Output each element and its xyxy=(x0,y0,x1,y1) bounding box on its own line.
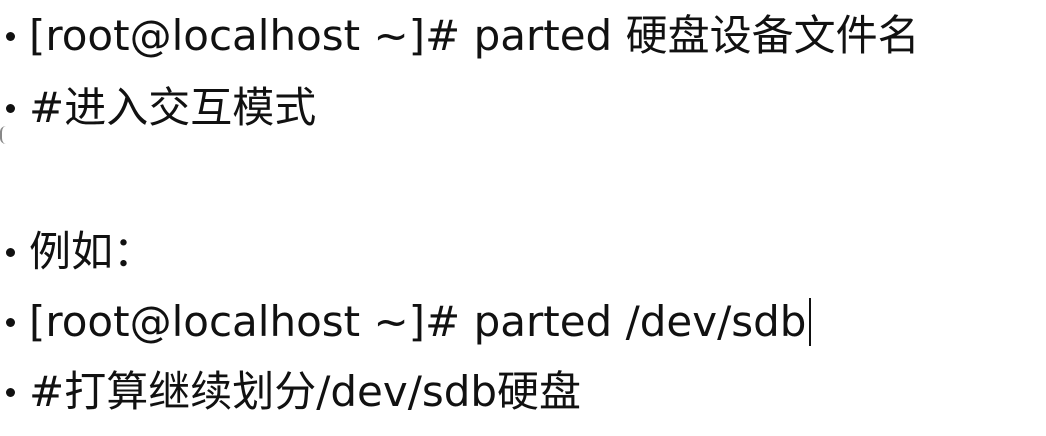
bullet-text: #进入交互模式 xyxy=(29,83,317,132)
bullet-line-example-command[interactable]: [root@localhost ~]# parted /dev/sdb xyxy=(6,292,812,352)
text-cursor xyxy=(809,298,812,346)
bullet-icon xyxy=(6,247,15,257)
bullet-text: [root@localhost ~]# parted 硬盘设备文件名 xyxy=(29,11,920,60)
bullet-text: 例如： xyxy=(29,227,156,276)
bullet-line-comment: #进入交互模式 xyxy=(6,78,316,138)
bullet-text[interactable]: [root@localhost ~]# parted /dev/sdb xyxy=(29,297,807,346)
bullet-line-command: [root@localhost ~]# parted 硬盘设备文件名 xyxy=(6,6,920,66)
bullet-icon xyxy=(6,387,15,397)
bullet-icon xyxy=(6,31,15,41)
bullet-line-example-comment: #打算继续划分/dev/sdb硬盘 xyxy=(6,362,581,422)
bullet-text: #打算继续划分/dev/sdb硬盘 xyxy=(29,367,582,416)
edge-mark xyxy=(0,126,8,144)
bullet-line-example-heading: 例如： xyxy=(6,222,155,282)
bullet-icon xyxy=(6,103,15,113)
bullet-icon xyxy=(6,317,15,327)
